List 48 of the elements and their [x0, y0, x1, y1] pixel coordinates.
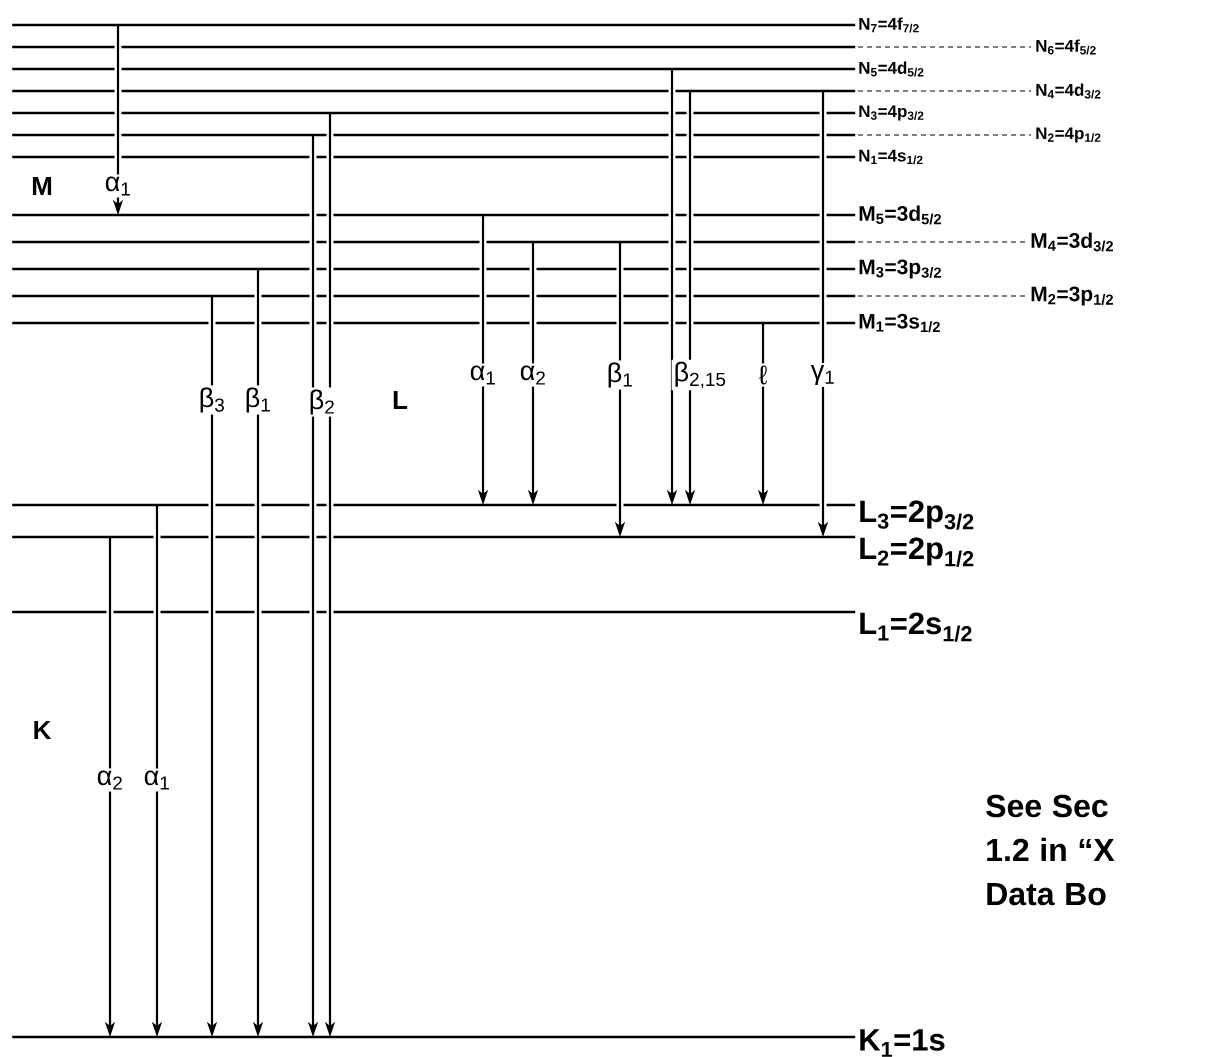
edge-label: β$_{3}$: [196, 385, 228, 415]
energy-level: N$_{6}$=4f$_{5/2}$: [12, 39, 1096, 55]
energy-level: L$_{2}$=2p$_{1/2}$: [12, 535, 974, 567]
energy-level: N$_{2}$=4p$_{1/2}$: [12, 127, 1101, 143]
energy-level: M$_{4}$=3d$_{3/2}$: [12, 232, 1113, 252]
shell-label: M: [32, 177, 52, 195]
node-label: L$_{2}$=2p$_{1/2}$: [860, 537, 974, 567]
edge-label: β$_{1}$: [242, 385, 274, 415]
node-label: L$_{3}$=2p$_{3/2}$: [860, 500, 974, 530]
node-label: M$_{5}$=3d$_{5/2}$: [859, 205, 941, 225]
note-text: See Sec 1.2 in “X Data Bo: [986, 794, 1115, 906]
energy-level: L$_{3}$=2p$_{3/2}$: [12, 500, 974, 530]
edge-label: α$_{1}$: [467, 363, 499, 387]
energy-level: M$_{1}$=3s$_{1/2}$: [12, 313, 940, 333]
node-label: M$_{4}$=3d$_{3/2}$: [1031, 232, 1113, 252]
edge-label: γ$_{1}$: [808, 363, 838, 387]
energy-level: K$_{1}$=1s: [12, 1029, 945, 1057]
energy-level: N$_{5}$=4d$_{5/2}$: [12, 61, 924, 77]
shell-label: L: [393, 391, 408, 409]
node-label: N$_{7}$=4f$_{7/2}$: [859, 17, 919, 33]
energy-level: L$_{1}$=2s$_{1/2}$: [12, 610, 972, 642]
edge-label: β$_{2,15}$: [671, 359, 729, 391]
node-label: N$_{2}$=4p$_{1/2}$: [1036, 127, 1101, 143]
energy-level: M$_{5}$=3d$_{5/2}$: [12, 205, 941, 225]
energy-level: N$_{7}$=4f$_{7/2}$: [12, 17, 919, 33]
energy-level: N$_{4}$=4d$_{3/2}$: [12, 83, 1101, 99]
energy-level: N$_{1}$=4s$_{1/2}$: [12, 149, 923, 165]
node-label: N$_{4}$=4d$_{3/2}$: [1036, 83, 1101, 99]
node-label: M$_{1}$=3s$_{1/2}$: [859, 313, 940, 333]
edge-label: α$_{2}$: [517, 363, 549, 387]
energy-level: N$_{3}$=4p$_{3/2}$: [12, 105, 924, 121]
node-label: N$_{6}$=4f$_{5/2}$: [1036, 39, 1096, 55]
edge-label: β$_{2}$: [306, 387, 338, 417]
edge-label: ℓ: [756, 363, 770, 387]
node-label: K$_{1}$=1s: [860, 1029, 945, 1057]
energy-level: M$_{3}$=3p$_{3/2}$: [12, 259, 941, 279]
node-label: M$_{2}$=3p$_{1/2}$: [1031, 286, 1113, 306]
edge-label: α$_{1}$: [141, 768, 173, 792]
node-label: L$_{1}$=2s$_{1/2}$: [860, 612, 972, 642]
node-label: N$_{5}$=4d$_{5/2}$: [859, 61, 924, 77]
node-label: N$_{1}$=4s$_{1/2}$: [859, 149, 923, 165]
shell-label: K: [34, 721, 52, 739]
edge-label: α$_{2}$: [94, 768, 126, 792]
edge-label: β$_{1}$: [604, 360, 636, 390]
energy-level: M$_{2}$=3p$_{1/2}$: [12, 286, 1113, 306]
node-label: N$_{3}$=4p$_{3/2}$: [859, 105, 924, 121]
edge-label: α$_{1}$: [102, 174, 134, 198]
node-label: M$_{3}$=3p$_{3/2}$: [859, 259, 941, 279]
